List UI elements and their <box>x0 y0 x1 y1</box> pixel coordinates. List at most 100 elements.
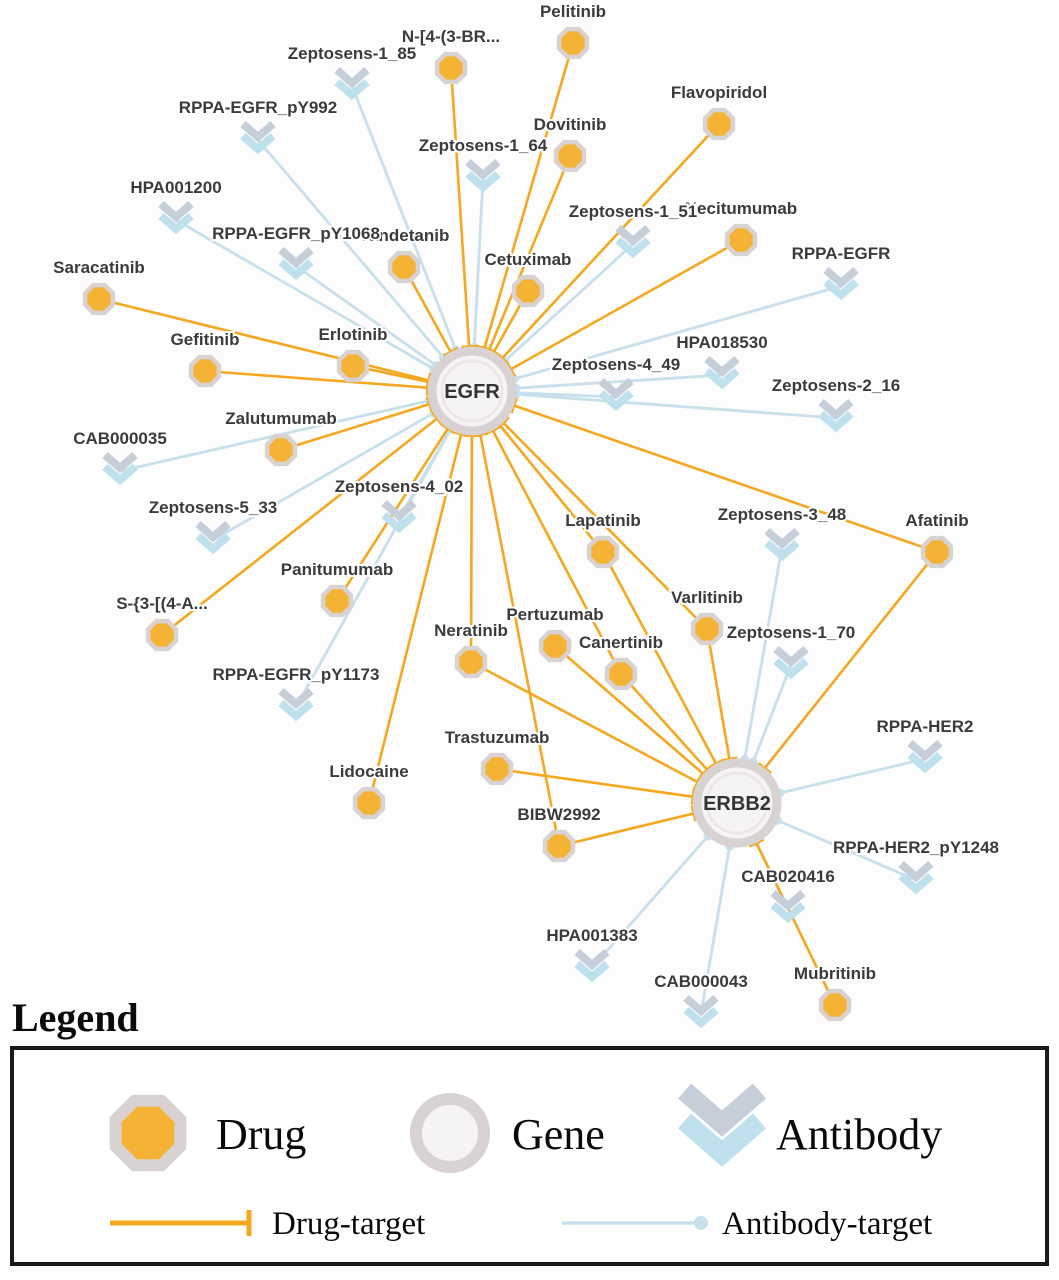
legend-antibody-icon <box>677 1113 767 1167</box>
drug-node-erlotinib[interactable] <box>336 349 370 383</box>
drug-node-s-3-4-a[interactable] <box>145 618 179 652</box>
drug-node-flavopiridol[interactable] <box>702 107 736 141</box>
antibody-node-zeptosens-1-70[interactable] <box>773 645 809 668</box>
antibody-label: Zeptosens-4_49 <box>552 355 681 374</box>
antibody-node-rppa-egfr-py992[interactable] <box>240 120 276 143</box>
antibody-node-hpa001383[interactable] <box>574 960 610 983</box>
antibody-node-zeptosens-3-48[interactable] <box>764 527 800 550</box>
drug-node-n-4-3-br[interactable] <box>434 51 468 85</box>
antibody-node-rppa-egfr[interactable] <box>823 266 859 289</box>
drug-node-lidocaine[interactable] <box>352 786 386 820</box>
antibody-node-rppa-egfr-py1173[interactable] <box>278 687 314 710</box>
drug-label: BIBW2992 <box>517 805 600 824</box>
legend-antibody-icon <box>677 1083 767 1137</box>
antibody-node-zeptosens-1-64[interactable] <box>465 170 501 193</box>
antibody-node-zeptosens-5-33[interactable] <box>195 532 231 555</box>
drug-node-pelitinib[interactable] <box>556 26 590 60</box>
antibody-label: RPPA-HER2 <box>877 717 974 736</box>
drug-label: Lapatinib <box>565 511 641 530</box>
drug-label: Zalutumumab <box>225 409 336 428</box>
antibody-node-cab000035[interactable] <box>102 463 138 486</box>
drug-node-necitumumab[interactable] <box>724 223 758 257</box>
drug-node-afatinib[interactable] <box>920 535 954 569</box>
antibody-node-cab020416[interactable] <box>770 889 806 912</box>
antibody-node-zeptosens-1-51[interactable] <box>615 224 651 247</box>
antibody-node-zeptosens-1-64[interactable] <box>465 158 501 181</box>
antibody-node-rppa-egfr-py1068[interactable] <box>278 246 314 269</box>
antibody-node-cab000043[interactable] <box>683 1006 719 1029</box>
drug-node-pertuzumab[interactable] <box>538 629 572 663</box>
antibody-node-cab000035[interactable] <box>102 451 138 474</box>
antibody-node-rppa-egfr-py1173[interactable] <box>278 699 314 722</box>
antibody-node-zeptosens-2-16[interactable] <box>818 410 854 433</box>
gene-node-erbb2[interactable] <box>692 758 782 848</box>
drug-target-edge <box>204 369 429 390</box>
drug-label: S-{3-[(4-A... <box>116 594 208 613</box>
antibody-label: Zeptosens-5_33 <box>149 498 278 517</box>
antibody-node-zeptosens-4-49[interactable] <box>598 377 634 400</box>
gene-node-egfr[interactable] <box>427 346 517 436</box>
drug-node-canertinib[interactable] <box>604 657 638 691</box>
drug-node-neratinib[interactable] <box>454 645 488 679</box>
antibody-node-rppa-her2-py1248[interactable] <box>898 872 934 895</box>
antibody-node-zeptosens-1-85[interactable] <box>334 66 370 89</box>
antibody-node-hpa018530[interactable] <box>704 367 740 390</box>
drug-node-mubritinib[interactable] <box>818 988 852 1022</box>
antibody-node-zeptosens-3-48[interactable] <box>764 539 800 562</box>
antibody-node-rppa-her2[interactable] <box>907 751 943 774</box>
antibody-node-zeptosens-1-51[interactable] <box>615 236 651 259</box>
drug-label: Flavopiridol <box>671 83 767 102</box>
antibody-label: RPPA-EGFR_pY992 <box>179 98 337 117</box>
antibody-node-rppa-egfr-py992[interactable] <box>240 132 276 155</box>
drug-node-lapatinib[interactable] <box>586 535 620 569</box>
drug-label: Neratinib <box>434 621 508 640</box>
drug-node-bibw2992[interactable] <box>542 829 576 863</box>
antibody-node-zeptosens-1-70[interactable] <box>773 657 809 680</box>
antibody-label: HPA001383 <box>546 926 637 945</box>
antibody-node-hpa018530[interactable] <box>704 355 740 378</box>
drug-target-edge <box>501 421 708 630</box>
antibody-label: RPPA-HER2_pY1248 <box>833 838 999 857</box>
antibody-node-rppa-her2-py1248[interactable] <box>898 860 934 883</box>
drug-node-dovitinib[interactable] <box>553 139 587 173</box>
antibody-label: CAB000043 <box>654 972 748 991</box>
drug-node-gefitinib[interactable] <box>188 354 222 388</box>
antibody-target-edge <box>699 846 731 1015</box>
drug-target-edge <box>554 645 705 776</box>
legend-label-drug-target: Drug-target <box>272 1206 425 1242</box>
antibody-node-zeptosens-5-33[interactable] <box>195 520 231 543</box>
antibody-target-edge <box>294 428 452 708</box>
label-layer: EGFRERBB2PelitinibN-[4-(3-BR...Flavopiri… <box>51 0 1001 993</box>
drug-label: Erlotinib <box>319 325 388 344</box>
antibody-node-hpa001200[interactable] <box>158 212 194 235</box>
drug-node-vandetanib[interactable] <box>387 250 421 284</box>
drug-node-cetuximab[interactable] <box>511 274 545 308</box>
antibody-node-zeptosens-4-02[interactable] <box>381 499 417 522</box>
antibody-node-rppa-her2[interactable] <box>907 739 943 762</box>
antibody-node-zeptosens-4-02[interactable] <box>381 511 417 534</box>
drug-label: Necitumumab <box>685 199 797 218</box>
antibody-node-rppa-egfr-py1068[interactable] <box>278 258 314 281</box>
antibody-node-hpa001383[interactable] <box>574 948 610 971</box>
antibody-target-edge <box>751 664 793 763</box>
drug-node-panitumumab[interactable] <box>320 584 354 618</box>
antibody-node-zeptosens-1-85[interactable] <box>334 78 370 101</box>
antibody-target-edge <box>779 757 926 795</box>
antibody-node-cab020416[interactable] <box>770 901 806 924</box>
antibody-target-edge <box>212 411 435 542</box>
drug-target-edge <box>449 67 471 348</box>
antibody-node-hpa001200[interactable] <box>158 200 194 223</box>
drug-node-trastuzumab[interactable] <box>480 752 514 786</box>
antibody-node-zeptosens-4-49[interactable] <box>598 389 634 412</box>
antibody-node-zeptosens-2-16[interactable] <box>818 398 854 421</box>
antibody-node-cab000043[interactable] <box>683 994 719 1017</box>
antibody-node-rppa-egfr[interactable] <box>823 278 859 301</box>
drug-target-edge <box>470 660 699 784</box>
drug-target-edge <box>705 628 731 760</box>
drug-node-saracatinib[interactable] <box>82 282 116 316</box>
drug-node-varlitinib[interactable] <box>690 612 724 646</box>
drug-target-edge <box>469 434 474 663</box>
drug-node-zalutumumab[interactable] <box>264 433 298 467</box>
drug-label: Trastuzumab <box>445 728 550 747</box>
